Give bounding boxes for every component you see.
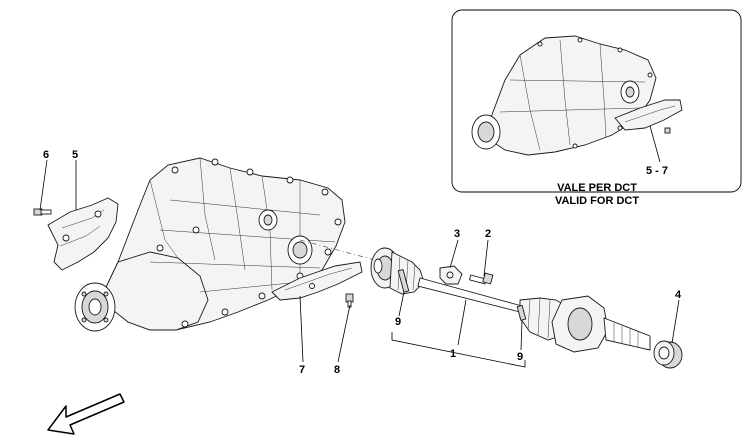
inset-label-it: VALE PER DCT xyxy=(557,182,637,194)
inset-label-en: VALID FOR DCT xyxy=(555,195,639,207)
gearbox-housing xyxy=(74,157,346,332)
callout-leaders xyxy=(39,159,680,368)
callout-2: 2 xyxy=(485,228,491,240)
dct-inset-panel: 5 - 7 VALE PER DCT VALID FOR DCT xyxy=(451,9,742,207)
bolt-8 xyxy=(345,293,354,308)
bolt-6 xyxy=(33,208,52,216)
callout-3: 3 xyxy=(454,228,460,240)
callout-7: 7 xyxy=(299,364,305,376)
callout-8: 8 xyxy=(334,364,340,376)
nut-4 xyxy=(653,340,683,369)
inset-heat-shield xyxy=(614,99,683,131)
axis-line xyxy=(299,239,376,261)
front-direction-arrow xyxy=(47,393,125,435)
bolt-2 xyxy=(468,272,494,285)
callout-5-7: 5 - 7 xyxy=(646,165,668,177)
inset-bolt xyxy=(664,127,671,134)
callout-4: 4 xyxy=(675,289,682,301)
callout-6: 6 xyxy=(43,149,49,161)
callout-9-left: 9 xyxy=(395,316,401,328)
callout-9-right: 9 xyxy=(517,351,523,363)
callout-1: 1 xyxy=(450,348,456,360)
driveshaft-1 xyxy=(370,247,651,353)
lock-plate-3 xyxy=(439,265,463,285)
inset-gearbox xyxy=(471,35,657,156)
callout-5: 5 xyxy=(72,149,78,161)
heat-shield-5 xyxy=(47,197,119,271)
heat-shield-7 xyxy=(271,261,363,301)
